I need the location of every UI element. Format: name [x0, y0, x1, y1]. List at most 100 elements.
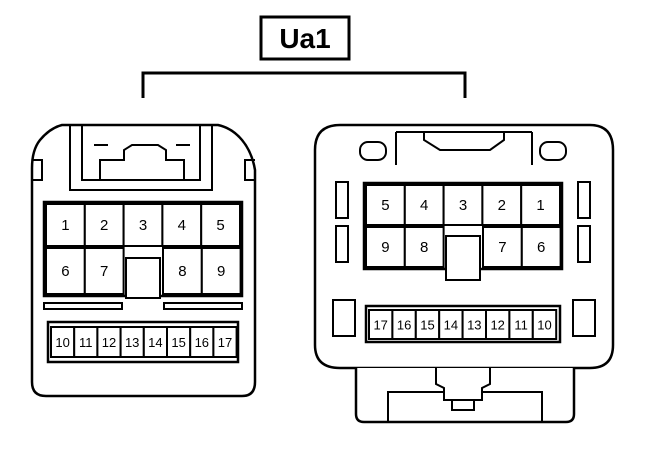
title-label: Ua1: [279, 23, 330, 54]
left-pin-11-label: 11: [79, 335, 93, 350]
left-pin-16-label: 16: [195, 335, 209, 350]
right-side-slot-right-2: [577, 225, 591, 263]
left-pin-2-label: 2: [100, 217, 108, 234]
left-pin-5-label: 5: [216, 217, 224, 234]
left-latch-hook: [99, 144, 185, 180]
right-top-side: [395, 132, 533, 165]
left-pin-12: 12: [96, 326, 122, 358]
right-lower-slot-left: [332, 299, 356, 337]
right-pin-12-label: 12: [490, 318, 504, 333]
left-notch-right: [244, 159, 255, 181]
left-pin-4: 4: [161, 203, 203, 247]
right-pin-11: 11: [508, 309, 534, 340]
right-pin-3-label: 3: [459, 197, 467, 214]
right-pin-1-label: 1: [536, 197, 544, 214]
left-pin-8-cell: [162, 247, 203, 295]
right-pin-10-cell: [531, 309, 558, 340]
right-pin-6: 6: [520, 226, 562, 268]
left-pin-6-label: 6: [61, 263, 69, 280]
left-pin-7-label: 7: [100, 263, 108, 280]
right-pin-15: 15: [414, 309, 441, 340]
right-side-slot-left-1: [335, 181, 349, 219]
left-pin-6-cell: [45, 247, 86, 295]
right-connector: [313, 123, 615, 424]
right-key-slot: [445, 235, 481, 281]
right-pin-13-label: 13: [467, 318, 481, 333]
right-pin-7: 7: [482, 226, 523, 268]
right-pin-10-label: 10: [537, 318, 551, 333]
left-pin-7-cell: [83, 247, 125, 295]
right-pin-4: 4: [403, 184, 445, 226]
left-pin-5-cell: [200, 203, 241, 247]
left-pin-17-cell: [212, 326, 238, 358]
left-pin-12-label: 12: [102, 335, 116, 350]
left-pin-3-cell: [122, 203, 164, 247]
left-pin-8-label: 8: [178, 263, 186, 280]
left-pin-9: 9: [200, 247, 242, 295]
right-pin-9-label: 9: [381, 239, 389, 256]
right-pin-2-cell: [481, 184, 523, 226]
left-divider-bar-left: [43, 302, 123, 310]
left-pin-1-label: 1: [61, 217, 69, 234]
left-pin-8: 8: [162, 247, 203, 295]
right-pin-3-cell: [442, 184, 484, 226]
right-pin-17: 17: [368, 309, 394, 340]
right-oval-right: [539, 141, 567, 161]
right-pin-4-label: 4: [420, 197, 428, 214]
left-pin-1: 1: [45, 203, 86, 247]
right-pin-13: 13: [461, 309, 488, 340]
right-pin-2-label: 2: [498, 197, 506, 214]
left-pin-6: 6: [45, 247, 86, 295]
left-pin-7: 7: [83, 247, 125, 295]
right-pin-1-cell: [520, 184, 562, 226]
left-pin-13-label: 13: [125, 335, 139, 350]
right-pin-3: 3: [442, 184, 484, 226]
left-pin-14: 14: [142, 326, 169, 358]
right-pin-12: 12: [485, 309, 511, 340]
right-side-slot-right-1: [577, 181, 591, 219]
right-pin-6-label: 6: [537, 239, 545, 256]
left-pin-9-label: 9: [217, 263, 225, 280]
left-key-slot: [125, 257, 161, 299]
right-oval-left: [359, 141, 387, 161]
right-pin-10: 10: [531, 309, 558, 340]
right-pin-1: 1: [520, 184, 562, 226]
right-pin-8-label: 8: [420, 239, 428, 256]
title-box: [259, 15, 351, 61]
left-pin-17-label: 17: [218, 335, 232, 350]
right-pin-14-label: 14: [444, 318, 458, 333]
right-pin-15-label: 15: [420, 318, 434, 333]
left-pin-4-cell: [161, 203, 203, 247]
left-pin-3: 3: [122, 203, 164, 247]
left-pin-10: 10: [50, 326, 76, 358]
left-pin-15-label: 15: [171, 335, 185, 350]
right-top-latch: [423, 132, 505, 151]
left-pin-4-label: 4: [178, 217, 186, 234]
right-pin-9-cell: [365, 226, 406, 268]
left-divider-bar-right: [163, 302, 243, 310]
left-pin-10-label: 10: [55, 335, 69, 350]
left-latch-inner: [81, 125, 201, 181]
left-pin-14-label: 14: [148, 335, 162, 350]
left-notch-left: [32, 159, 43, 181]
right-pin-9: 9: [365, 226, 406, 268]
right-pin-5: 5: [365, 184, 406, 226]
right-pin-8-cell: [403, 226, 445, 268]
left-pin-15: 15: [166, 326, 192, 358]
right-pin-14: 14: [438, 309, 464, 340]
left-pin-5: 5: [200, 203, 241, 247]
left-pin-17: 17: [212, 326, 238, 358]
right-pin-16: 16: [391, 309, 417, 340]
right-pin-6-cell: [520, 226, 562, 268]
right-pin-16-label: 16: [397, 318, 411, 333]
right-side-slot-left-2: [335, 225, 349, 263]
right-pin-5-cell: [365, 184, 406, 226]
right-pin-8: 8: [403, 226, 445, 268]
left-pin-3-label: 3: [139, 217, 147, 234]
right-pin-17-label: 17: [373, 318, 387, 333]
left-pin-9-cell: [200, 247, 242, 295]
right-pin-2: 2: [481, 184, 523, 226]
left-pin-2: 2: [83, 203, 125, 247]
